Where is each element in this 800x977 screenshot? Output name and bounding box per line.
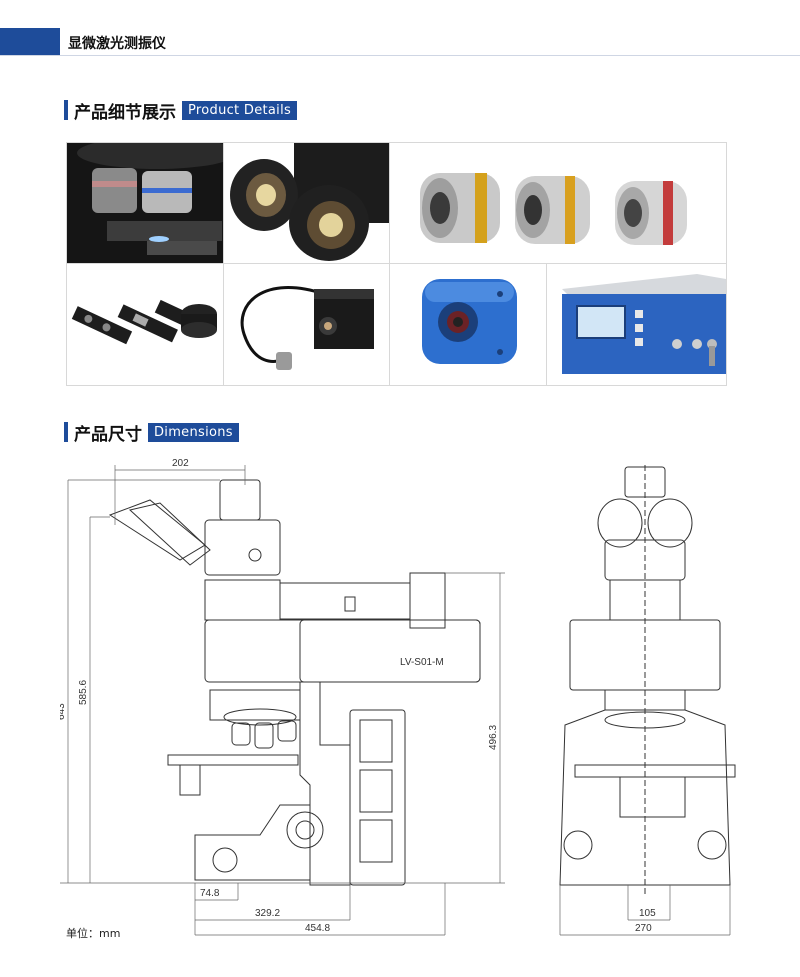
header-divider (0, 55, 800, 56)
dim-front-inner-width: 105 (639, 908, 656, 919)
side-view-microscope: LV-S01-M (108, 479, 481, 886)
front-view-microscope (559, 465, 736, 895)
section-title-en: Dimensions (148, 422, 239, 442)
product-gallery (66, 142, 727, 386)
objective-stage-photo (67, 143, 224, 264)
model-label: LV-S01-M (400, 657, 444, 668)
dim-base-depth: 329.2 (255, 908, 280, 919)
dim-base-offset: 74.8 (200, 888, 220, 899)
header-accent-bar (0, 28, 60, 56)
section-accent-bar (64, 100, 68, 120)
section-title-details: 产品细节展示 Product Details (64, 98, 298, 123)
page-title: 显微激光测振仪 (68, 36, 166, 52)
dimension-drawing: LV-S01-M 202 643 585.6 496.3 74.8 32 (56, 455, 750, 945)
section-title-cn: 产品细节展示 (74, 102, 176, 123)
blue-camera-photo (390, 264, 547, 385)
dim-body-height: 496.3 (488, 725, 499, 750)
slider-accessories-photo (67, 264, 224, 385)
camera-cable-photo (224, 264, 390, 385)
section-title-cn: 产品尺寸 (74, 424, 142, 445)
dim-front-width: 270 (635, 923, 652, 934)
dim-total-depth: 454.8 (305, 923, 330, 934)
objective-lenses-photo (390, 143, 726, 264)
unit-label: 单位：mm (66, 927, 121, 940)
dim-top-width: 202 (172, 458, 189, 469)
dim-total-height: 643 (60, 703, 67, 720)
section-accent-bar (64, 422, 68, 442)
section-title-dimensions: 产品尺寸 Dimensions (64, 420, 239, 445)
dim-eyepiece-height: 585.6 (78, 680, 89, 705)
section-title-en: Product Details (182, 100, 298, 120)
controller-box-photo (547, 264, 726, 385)
binocular-eyepiece-photo (224, 143, 390, 264)
page-header: 显微激光测振仪 (0, 28, 800, 56)
